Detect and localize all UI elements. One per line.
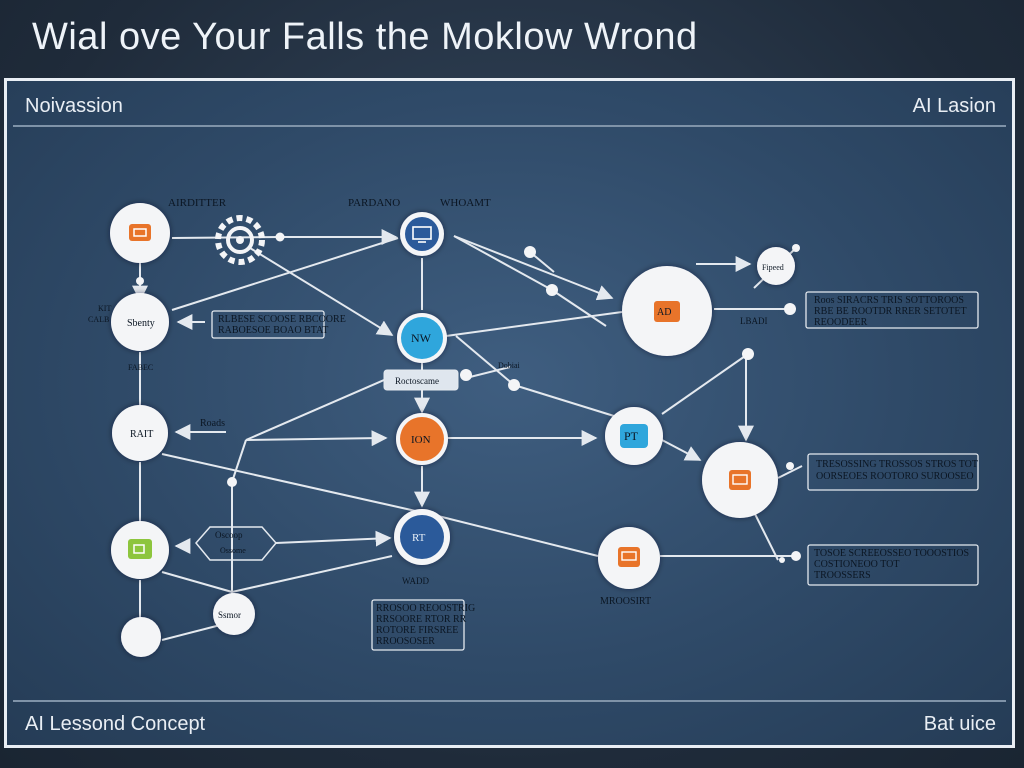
label-fipeed: Fipeed	[762, 263, 784, 272]
text-box-right-top	[805, 291, 979, 329]
mid-label-box	[383, 369, 459, 391]
right-bot-line-2: COSTIONEOO TOT	[814, 559, 899, 570]
node-ssmor[interactable]	[213, 593, 255, 635]
label-rait: RAIT	[130, 429, 153, 440]
footer-left-label: AI Lessond Concept	[25, 713, 206, 735]
label-ssmor: Ssmor	[218, 610, 241, 620]
left-box-line-2: RABOESOE BOAO BTAT	[218, 325, 328, 336]
node-sbenty[interactable]	[111, 293, 169, 351]
label-airditter: AIRDITTER	[168, 197, 227, 209]
center-bot-line-3: ROTORE FIRSREE	[376, 625, 458, 636]
node-right-mid[interactable]	[702, 442, 778, 518]
node-nw[interactable]	[397, 313, 447, 363]
label-ossome: Ossome	[220, 546, 246, 555]
right-mid-line-2: OORSEOES ROOTORO SUROOSEO	[816, 471, 974, 482]
right-top-line-2: RBE BE ROOTDR RRER SETOTET	[814, 306, 967, 317]
left-box-line-1: RLBESE SCOOSE RBCOORE	[218, 314, 346, 325]
junction-dots	[136, 232, 801, 563]
label-nw: NW	[411, 331, 432, 345]
center-bot-line-4: RROOSOSER	[376, 636, 435, 647]
label-pt: PT	[624, 429, 639, 443]
label-mid-box: Roctoscame	[395, 376, 439, 386]
node-rait[interactable]	[112, 405, 168, 461]
label-whoamt: WHOAMT	[440, 197, 491, 209]
text-box-right-bottom	[807, 544, 979, 586]
right-bot-line-1: TOSOE SCREEOSSEO TOOOSTIOS	[814, 548, 969, 559]
label-rt: RT	[412, 532, 426, 544]
center-bot-line-1: RROSOO REOOSTRIG	[376, 603, 475, 614]
label-wadd: WADD	[402, 576, 429, 586]
right-mid-line-1: TRESOSSING TROSSOS STROS TOT	[816, 459, 978, 470]
label-oscoop: Oscoop	[215, 530, 243, 540]
header-left-label: Noivassion	[25, 95, 123, 117]
node-top-left[interactable]	[110, 203, 170, 263]
right-top-line-3: REOODEER	[814, 317, 868, 328]
label-mroosirt: MROOSIRT	[600, 596, 651, 607]
text-box-left	[211, 310, 325, 339]
diamond-box	[195, 526, 277, 561]
chat-icon	[732, 474, 748, 485]
node-right-bottom[interactable]	[598, 527, 660, 589]
text-box-right-mid	[807, 453, 979, 491]
label-calb: CALB	[88, 315, 109, 324]
node-right-large[interactable]	[622, 266, 712, 356]
node-pt[interactable]	[605, 407, 663, 465]
page-title: Wial ove Your Falls the Moklow Wrond	[32, 16, 698, 58]
footer-right-label: Bat uice	[923, 713, 996, 735]
center-bot-line-2: RRSOORE RTOR RR	[376, 614, 467, 625]
node-right-small[interactable]	[757, 247, 795, 285]
right-bot-line-3: TROOSSERS	[814, 570, 871, 581]
label-pardano: PARDANO	[348, 197, 400, 209]
label-center-ion: ION	[411, 434, 431, 446]
text-box-center-bottom	[371, 599, 465, 651]
node-center-ion[interactable]	[396, 413, 448, 465]
label-kit: KIT	[98, 304, 111, 313]
node-green[interactable]	[111, 521, 169, 579]
label-sbenty: Sbenty	[127, 318, 155, 329]
label-ad: AD	[657, 307, 671, 318]
header-right-label: AI Lasion	[912, 95, 996, 117]
node-rt[interactable]	[394, 509, 450, 565]
label-lbadi: LBADI	[740, 316, 768, 326]
gear-icon	[215, 215, 265, 265]
right-top-line-1: Roos SIRACRS TRIS SOTTOROOS	[814, 295, 964, 306]
label-fabec: FABEC	[128, 363, 153, 372]
label-dobiai: Dobiai	[498, 361, 521, 370]
node-monitor-top[interactable]	[400, 212, 444, 256]
footer-divider	[13, 700, 1006, 702]
monitor-icon	[412, 226, 432, 243]
node-bottom-left[interactable]	[121, 617, 161, 657]
label-roads: Roads	[200, 418, 225, 429]
header-divider	[13, 125, 1006, 127]
